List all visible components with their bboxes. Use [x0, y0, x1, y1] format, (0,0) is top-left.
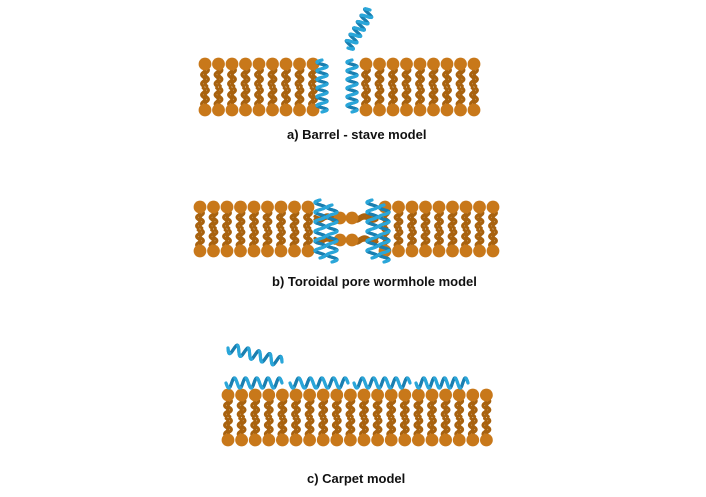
phospholipid-icon: [344, 388, 357, 447]
phospholipid-icon: [288, 200, 301, 258]
phospholipid-icon: [359, 57, 373, 117]
phospholipid-icon: [452, 388, 466, 447]
phospholipid-icon: [480, 388, 493, 447]
caption-carpet: c) Carpet model: [307, 471, 406, 486]
phospholipid-icon: [371, 388, 384, 447]
alpha-helix-peptide-icon: [365, 198, 379, 260]
phospholipid-icon: [221, 388, 235, 447]
alpha-helix-peptide-icon: [315, 58, 329, 114]
phospholipid-icon: [459, 200, 473, 258]
phospholipid-icon: [466, 388, 480, 447]
alpha-helix-peptide-icon: [352, 376, 412, 390]
lipid-bilayer-right: [359, 57, 481, 117]
panel-carpet: [221, 343, 493, 447]
phospholipid-icon: [373, 57, 386, 117]
phospholipid-icon: [425, 388, 439, 447]
phospholipid-icon: [301, 200, 315, 258]
phospholipid-icon: [439, 388, 452, 447]
phospholipid-icon: [235, 388, 249, 447]
lipid-bilayer-left: [198, 57, 320, 117]
phospholipid-icon: [432, 200, 446, 258]
phospholipid-icon: [392, 200, 405, 258]
peptide-group: [313, 198, 391, 264]
phospholipid-icon: [207, 200, 220, 258]
phospholipid-icon: [413, 57, 427, 117]
phospholipid-icon: [239, 57, 252, 117]
lipid-bilayer: [221, 388, 493, 447]
phospholipid-icon: [212, 57, 225, 117]
alpha-helix-peptide-icon: [377, 203, 391, 264]
phospholipid-icon: [248, 388, 262, 447]
phospholipid-icon: [276, 388, 289, 447]
phospholipid-icon: [446, 200, 459, 258]
phospholipid-icon: [330, 388, 344, 447]
phospholipid-icon: [427, 57, 440, 117]
phospholipid-icon: [262, 388, 276, 447]
alpha-helix-peptide-icon: [325, 203, 339, 264]
alpha-helix-peptide-icon: [345, 58, 359, 114]
phospholipid-icon: [386, 57, 400, 117]
phospholipid-icon: [234, 200, 247, 258]
peptide-group: [224, 343, 470, 390]
phospholipid-icon: [398, 388, 412, 447]
panel-barrel-stave: [198, 7, 481, 117]
caption-barrel-stave: a) Barrel - stave model: [287, 127, 427, 142]
phospholipid-icon: [400, 57, 413, 117]
phospholipid-icon: [357, 388, 371, 447]
phospholipid-icon: [486, 200, 500, 258]
alpha-helix-peptide-icon: [344, 7, 374, 51]
phospholipid-icon: [454, 57, 467, 117]
phospholipid-icon: [345, 211, 379, 225]
lipid-bilayer: [193, 200, 500, 258]
phospholipid-icon: [473, 200, 486, 258]
phospholipid-icon: [412, 388, 425, 447]
caption-toroidal-pore: b) Toroidal pore wormhole model: [272, 274, 477, 289]
phospholipid-icon: [279, 57, 293, 117]
alpha-helix-peptide-icon: [288, 376, 350, 390]
alpha-helix-peptide-icon: [313, 198, 327, 260]
phospholipid-icon: [198, 57, 212, 117]
peptide-group: [315, 7, 374, 114]
phospholipid-icon: [303, 388, 316, 447]
phospholipid-icon: [289, 388, 303, 447]
alpha-helix-peptide-icon: [224, 376, 284, 390]
phospholipid-icon: [193, 200, 207, 258]
phospholipid-icon: [316, 388, 330, 447]
alpha-helix-peptide-icon: [414, 376, 470, 390]
panel-toroidal-pore: [193, 198, 500, 264]
phospholipid-icon: [274, 200, 288, 258]
phospholipid-icon: [225, 57, 239, 117]
phospholipid-icon: [266, 57, 279, 117]
phospholipid-icon: [467, 57, 481, 117]
phospholipid-icon: [440, 57, 454, 117]
phospholipid-icon: [405, 200, 419, 258]
phospholipid-icon: [247, 200, 261, 258]
phospholipid-icon: [419, 200, 432, 258]
phospholipid-icon: [384, 388, 398, 447]
phospholipid-icon: [220, 200, 234, 258]
phospholipid-icon: [252, 57, 266, 117]
phospholipid-icon: [261, 200, 274, 258]
alpha-helix-peptide-icon: [226, 343, 284, 367]
phospholipid-icon: [293, 57, 306, 117]
